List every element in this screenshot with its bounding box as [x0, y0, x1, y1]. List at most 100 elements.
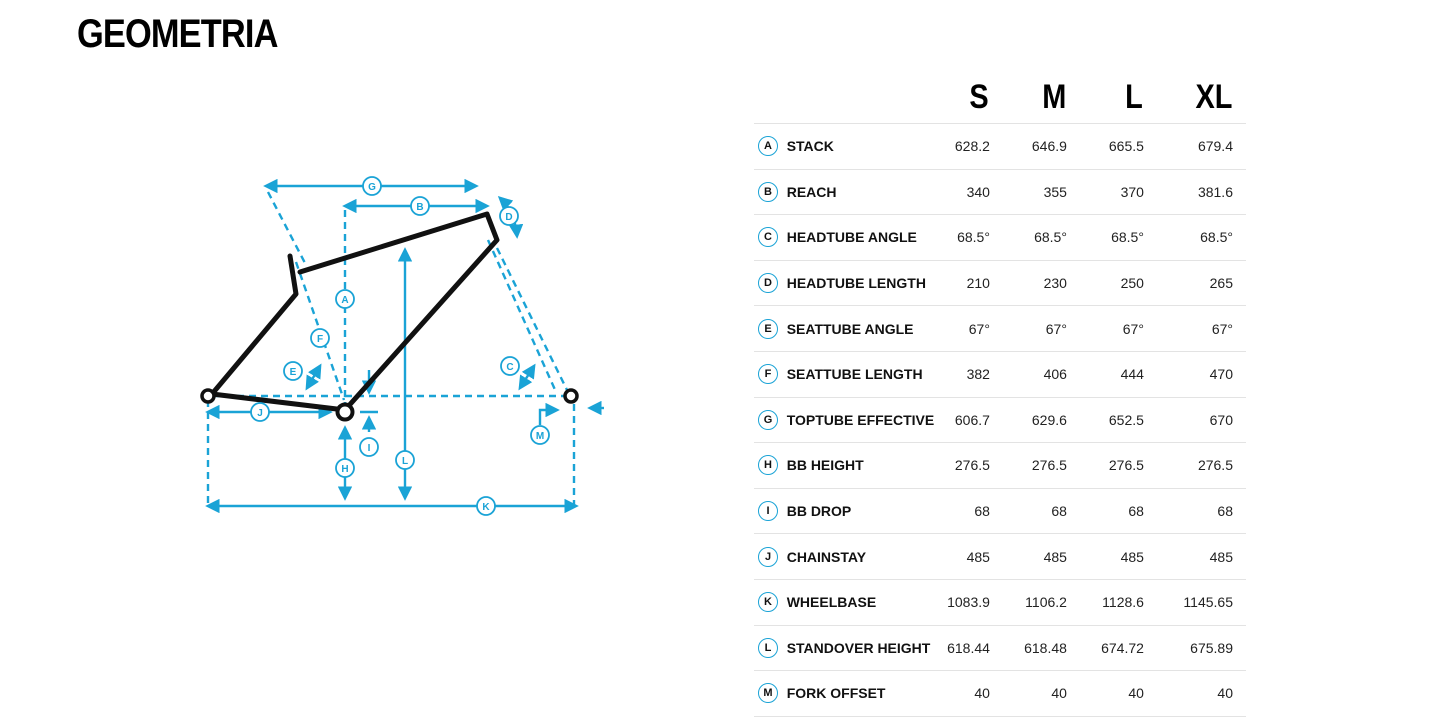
svg-text:K: K	[482, 502, 490, 513]
row-letter-badge: E	[758, 318, 778, 339]
row-value-m: 230	[1002, 259, 1080, 306]
size-s-header: S	[969, 78, 989, 116]
rear-axle	[200, 388, 216, 404]
marker-c: C	[500, 356, 520, 376]
row-value-s: 68	[936, 487, 1003, 534]
row-letter-badge: M	[758, 683, 778, 704]
row-label: STANDOVER HEIGHT	[786, 624, 937, 671]
row-value-l: 652.5	[1079, 396, 1157, 443]
row-value-l: 67°	[1079, 305, 1157, 352]
row-value-xl: 68.5°	[1156, 214, 1246, 261]
row-label: FORK OFFSET	[786, 670, 937, 717]
row-value-xl: 68	[1156, 487, 1246, 534]
row-letter-badge: I	[758, 501, 778, 522]
marker-m: M	[530, 425, 550, 445]
row-label: REACH	[786, 168, 937, 215]
row-value-m: 68.5°	[1002, 214, 1080, 261]
svg-text:I: I	[368, 443, 371, 454]
row-value-xl: 679.4	[1156, 123, 1246, 170]
row-value-s: 340	[936, 168, 1003, 215]
row-label: BB DROP	[786, 487, 937, 534]
row-value-xl: 675.89	[1156, 624, 1246, 671]
row-value-l: 40	[1079, 670, 1157, 717]
marker-l: L	[395, 450, 415, 470]
frame-geometry-diagram: G B D A F E C J I M L H K	[200, 176, 604, 516]
row-value-xl: 485	[1156, 533, 1246, 580]
row-value-xl: 670	[1156, 396, 1246, 443]
row-value-xl: 276.5	[1156, 442, 1246, 489]
svg-text:M: M	[536, 431, 544, 442]
size-l-header: L	[1125, 78, 1143, 116]
row-value-m: 646.9	[1002, 123, 1080, 170]
svg-text:L: L	[402, 456, 408, 467]
row-value-l: 68.5°	[1079, 214, 1157, 261]
row-value-xl: 381.6	[1156, 168, 1246, 215]
row-letter-badge: F	[758, 364, 778, 385]
row-value-m: 355	[1002, 168, 1080, 215]
svg-text:F: F	[317, 334, 323, 345]
row-letter-badge: K	[758, 592, 778, 613]
diagram-markers: G B D A F E C J I M L H K	[250, 176, 550, 516]
row-letter-badge: B	[758, 181, 778, 202]
row-value-s: 618.44	[936, 624, 1003, 671]
row-label: CHAINSTAY	[786, 533, 937, 580]
row-value-l: 674.72	[1079, 624, 1157, 671]
row-value-m: 629.6	[1002, 396, 1080, 443]
front-axle	[563, 388, 579, 404]
marker-h: H	[335, 458, 355, 478]
row-letter-badge: C	[758, 227, 778, 248]
row-value-m: 1106.2	[1002, 578, 1080, 626]
row-value-s: 67°	[936, 305, 1003, 352]
row-value-m: 67°	[1002, 305, 1080, 352]
row-label: WHEELBASE	[786, 578, 937, 626]
svg-text:D: D	[505, 212, 512, 223]
svg-text:C: C	[506, 362, 513, 373]
row-value-xl: 67°	[1156, 305, 1246, 352]
row-value-s: 606.7	[936, 396, 1003, 443]
row-letter-badge: J	[758, 546, 778, 567]
row-label: HEADTUBE LENGTH	[786, 259, 937, 306]
row-value-s: 276.5	[936, 442, 1003, 489]
svg-text:B: B	[416, 202, 423, 213]
row-label: SEATTUBE ANGLE	[786, 305, 937, 352]
row-label: BB HEIGHT	[786, 442, 937, 489]
row-value-s: 382	[936, 350, 1003, 398]
row-label: STACK	[786, 123, 937, 170]
row-value-l: 276.5	[1079, 442, 1157, 489]
size-m-header: M	[1041, 78, 1066, 116]
row-value-m: 618.48	[1002, 624, 1080, 671]
row-value-m: 485	[1002, 533, 1080, 580]
row-value-s: 1083.9	[936, 578, 1003, 626]
marker-b: B	[410, 196, 430, 216]
marker-g: G	[362, 176, 382, 196]
bottom-bracket	[335, 402, 355, 422]
marker-i: I	[359, 437, 379, 457]
row-value-l: 68	[1079, 487, 1157, 534]
row-label: SEATTUBE LENGTH	[786, 350, 937, 398]
size-header-row: S M L XL	[754, 72, 1246, 124]
svg-text:J: J	[257, 408, 263, 419]
row-letter-badge: L	[758, 637, 778, 658]
row-letter-badge: H	[758, 455, 778, 476]
row-value-xl: 1145.65	[1156, 578, 1246, 626]
row-letter-badge: G	[758, 409, 778, 430]
marker-k: K	[476, 496, 496, 516]
row-value-m: 40	[1002, 670, 1080, 717]
row-value-l: 1128.6	[1079, 578, 1157, 626]
row-value-s: 210	[936, 259, 1003, 306]
svg-text:G: G	[368, 182, 376, 193]
row-label: TOPTUBE EFFECTIVE	[786, 396, 937, 443]
row-value-l: 485	[1079, 533, 1157, 580]
row-value-xl: 470	[1156, 350, 1246, 398]
